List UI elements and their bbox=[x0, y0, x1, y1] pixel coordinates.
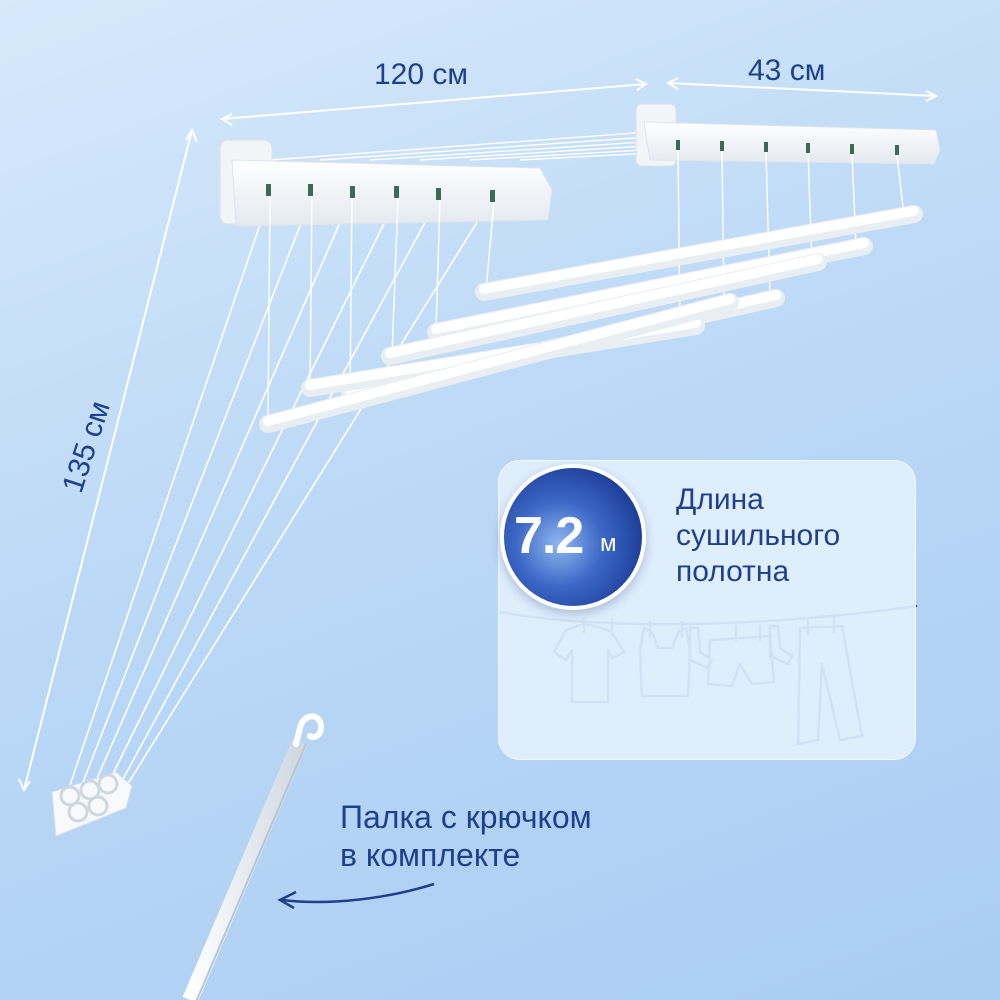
width-dimension-label: 120 см bbox=[374, 58, 469, 91]
length-badge: 7.2 м bbox=[500, 464, 646, 610]
length-description: Длина сушильного полотна bbox=[676, 482, 840, 590]
pole-caption-line: в комплекте bbox=[340, 837, 521, 873]
length-description-line: полотна bbox=[676, 555, 790, 588]
pole-caption-line: Палка с крючком bbox=[340, 799, 592, 835]
dimension-arrows bbox=[18, 77, 939, 793]
drying-rods bbox=[259, 205, 923, 433]
length-description-line: сушильного bbox=[676, 519, 841, 552]
length-description-line: Длина bbox=[676, 483, 764, 516]
depth-dimension-label: 43 см bbox=[748, 54, 826, 87]
hook-pole-icon bbox=[182, 713, 324, 1000]
right-wall-bracket bbox=[635, 103, 941, 167]
length-value: 7.2 bbox=[514, 507, 584, 565]
caption-arrow bbox=[277, 882, 435, 910]
lowering-cords bbox=[69, 194, 495, 793]
pole-caption: Палка с крючком в комплекте bbox=[340, 798, 592, 874]
cord-cleat bbox=[51, 771, 133, 837]
length-unit: м bbox=[600, 530, 617, 557]
hanging-cords bbox=[267, 149, 905, 421]
